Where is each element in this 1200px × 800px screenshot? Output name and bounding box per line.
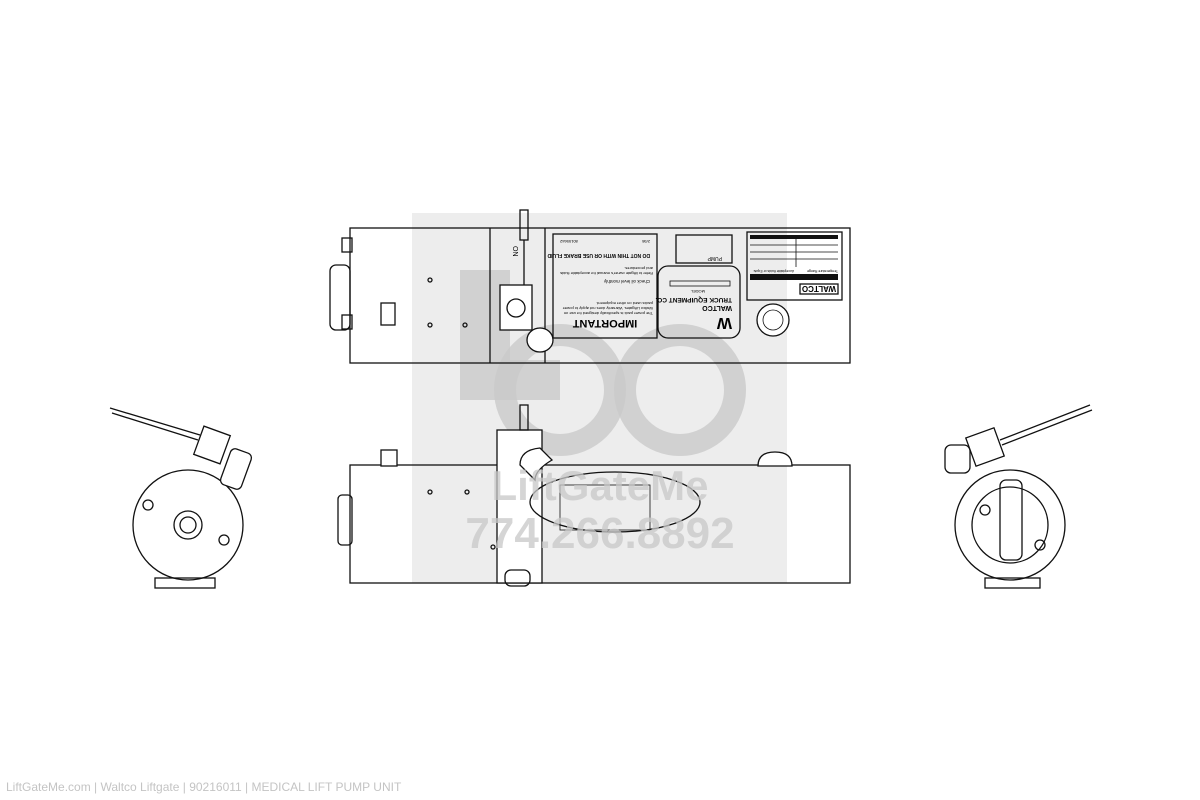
watermark: LiftGateMe 774.266.8892 — [465, 462, 734, 558]
check-level-text: Check oil level monthly — [603, 279, 650, 284]
important-label: IMPORTANT The power pack is specifically… — [547, 233, 658, 339]
brand-company: TRUCK EQUIPMENT CO. — [655, 296, 732, 303]
on-off-label: ON — [511, 246, 518, 257]
model-label: MODEL — [690, 289, 705, 294]
specs-label: Temperature Range Acceptable fluids or E… — [746, 231, 843, 301]
brand-plate: W WALTCO TRUCK EQUIPMENT CO. MODEL — [655, 265, 741, 339]
front-view — [337, 404, 851, 587]
fill-cap-top — [756, 303, 790, 337]
brand-name: WALTCO — [702, 304, 732, 311]
top-view: ON IMPORTANT The power pack is specifica… — [329, 209, 851, 364]
waltco-label: WALTCO — [802, 284, 836, 293]
acceptable-fluid-text: Acceptable fluids or Equiv. — [753, 269, 794, 273]
caption: LiftGateMe.com | Waltco Liftgate | 90216… — [6, 780, 402, 794]
right-end-view — [944, 404, 1093, 589]
brand-w: W — [716, 314, 732, 331]
pump-box: PUMP — [675, 234, 733, 264]
part-number: 80155642 — [559, 239, 578, 244]
pump-label: PUMP — [707, 255, 722, 261]
date-code: 2/98 — [641, 239, 650, 244]
temp-range-text: Temperature Range — [807, 269, 838, 273]
fill-cap-front — [757, 451, 793, 467]
important-body: The power pack is specifically designed … — [562, 301, 653, 316]
refer-manual-text: Refer to liftgate owner's manual for acc… — [560, 266, 653, 276]
brake-fluid-warning: DO NOT THIN WITH OR USE BRAKE FLUID — [547, 252, 650, 258]
watermark-phone: 774.266.8892 — [465, 509, 734, 558]
left-end-view — [109, 407, 253, 589]
watermark-brand: LiftGateMe — [491, 462, 708, 509]
important-title: IMPORTANT — [572, 317, 637, 329]
watermark-background — [412, 213, 787, 583]
